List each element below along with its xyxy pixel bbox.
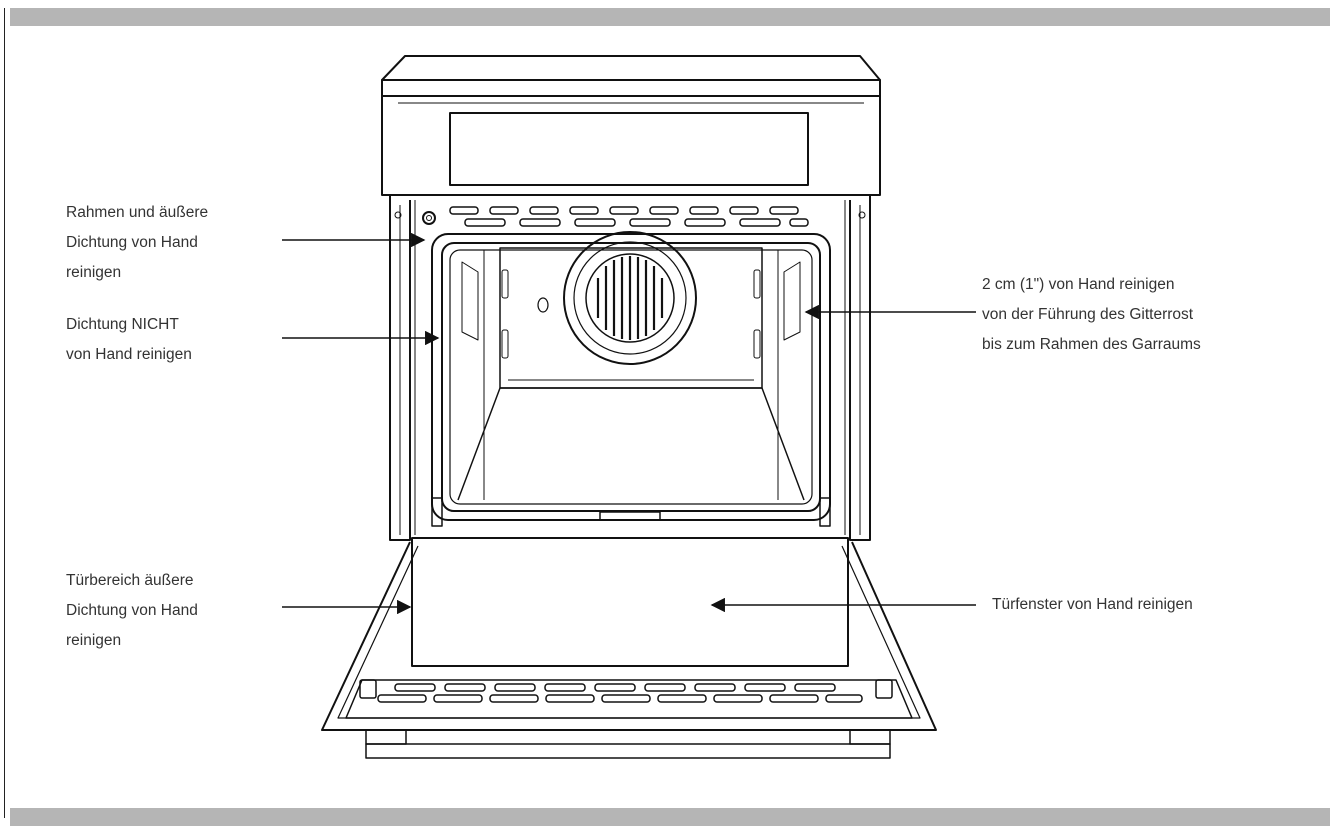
label-line: Dichtung von Hand — [66, 602, 198, 619]
bottom-footer-bar — [10, 808, 1330, 826]
label-line: von Hand reinigen — [66, 346, 192, 363]
label-line: reinigen — [66, 264, 122, 281]
label-line: reinigen — [66, 632, 122, 649]
label-line: von der Führung des Gitterrost — [982, 306, 1194, 323]
label-line: Dichtung von Hand — [66, 234, 198, 251]
top-header-bar — [10, 8, 1330, 26]
display-window — [449, 112, 809, 186]
oven-frame — [389, 195, 871, 541]
label-door-window: Türfenster von Hand reinigen — [992, 590, 1193, 620]
pointer-arrows — [282, 232, 976, 615]
oven-top-panel — [381, 55, 881, 196]
door-hinges — [431, 497, 831, 527]
label-line: Rahmen und äußere — [66, 204, 209, 221]
label-rack-guide: 2 cm (1") von Hand reinigen von der Führ… — [982, 270, 1201, 360]
oven-cavity — [457, 247, 805, 501]
top-vents — [449, 206, 809, 227]
convection-fan — [563, 231, 697, 365]
label-door-outer-seal: Türbereich äußere Dichtung von Hand rein… — [66, 566, 198, 656]
open-oven-door — [321, 537, 937, 759]
label-line: Türbereich äußere — [66, 572, 194, 589]
label-line: Dichtung NICHT — [66, 316, 179, 333]
frame-screw — [422, 211, 436, 225]
left-margin-line — [4, 8, 5, 818]
door-vents — [359, 679, 893, 703]
label-line: bis zum Rahmen des Garraums — [982, 336, 1201, 353]
label-frame-outer-seal: Rahmen und äußere Dichtung von Hand rein… — [66, 198, 208, 288]
label-line: 2 cm (1") von Hand reinigen — [982, 276, 1175, 293]
label-seal-do-not-clean: Dichtung NICHT von Hand reinigen — [66, 310, 192, 370]
label-line: Türfenster von Hand reinigen — [992, 596, 1193, 613]
door-window — [411, 537, 849, 667]
